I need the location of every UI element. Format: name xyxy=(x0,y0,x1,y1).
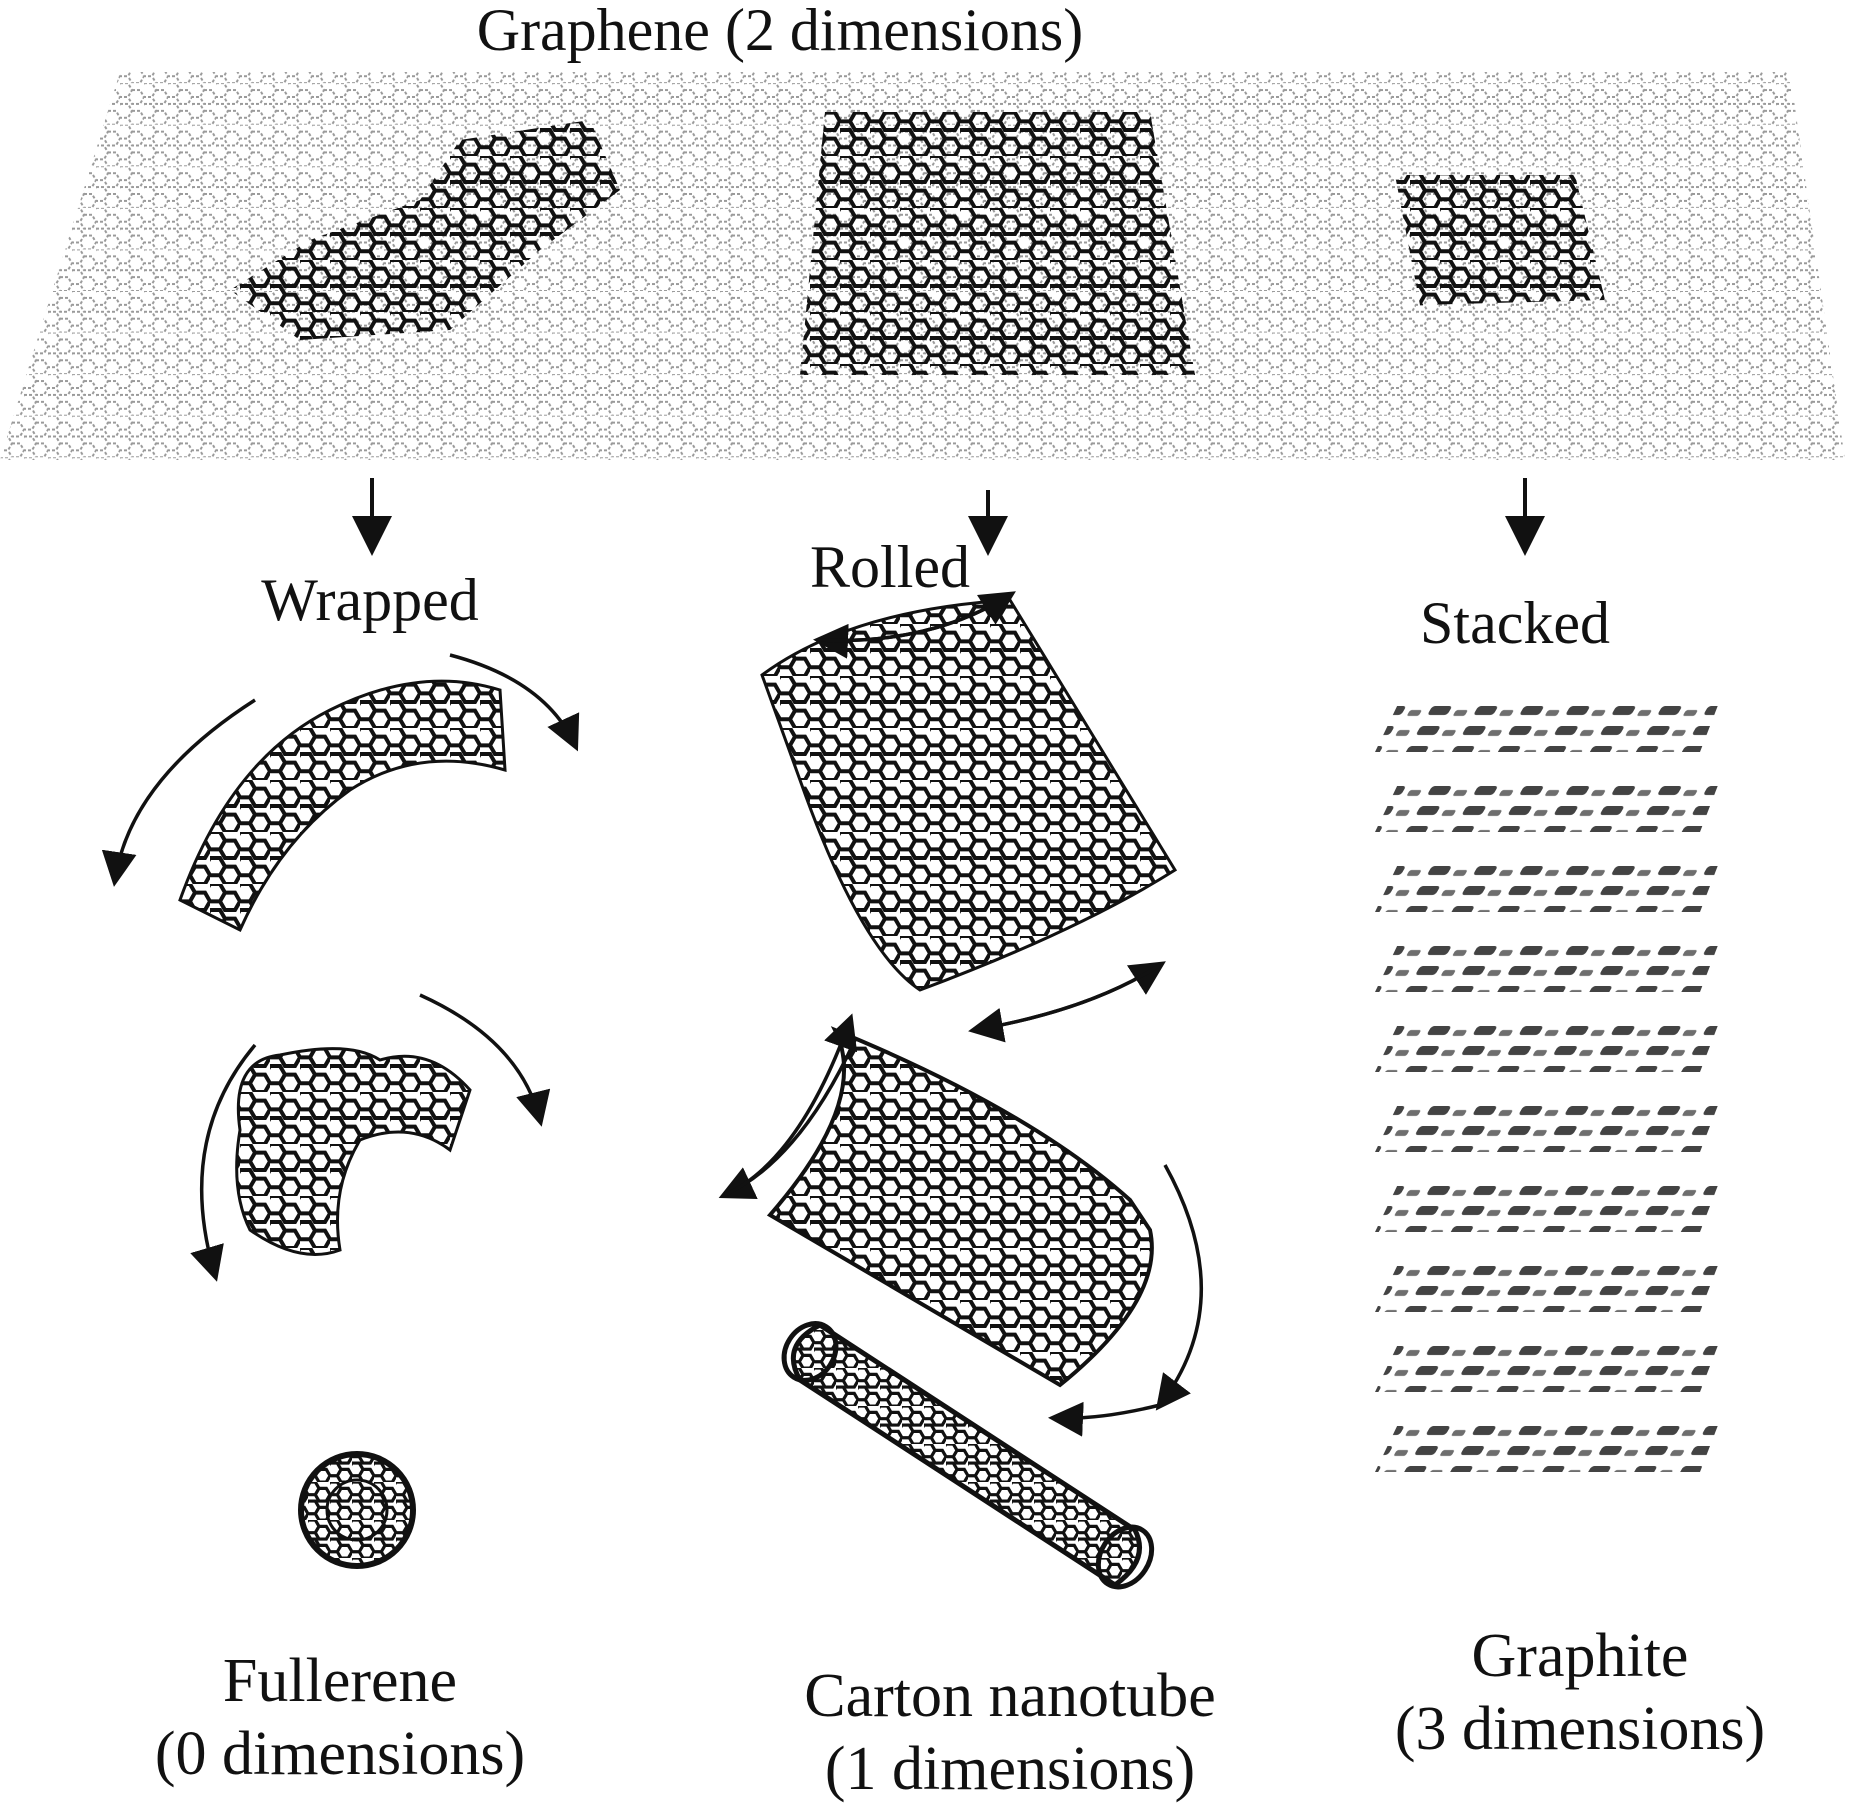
stacked-label: Stacked xyxy=(1420,590,1610,656)
graphene-patch-wrapped xyxy=(230,120,620,340)
graphite-layer xyxy=(1375,1020,1720,1072)
carbon-nanotube xyxy=(781,1321,1155,1590)
fullerene-name: Fullerene xyxy=(222,1647,458,1715)
rolled-label: Rolled xyxy=(810,534,970,600)
wrapped-label: Wrapped xyxy=(261,567,479,633)
wrapped-fragment xyxy=(101,653,580,933)
graphite-layer xyxy=(1375,1180,1720,1232)
nanotube-dims: (1 dimensions) xyxy=(824,1735,1196,1804)
graphite-layer xyxy=(1375,780,1720,832)
graphite-layer xyxy=(1375,1420,1720,1472)
fullerene-dims: (0 dimensions) xyxy=(154,1720,526,1789)
fullerene-ball xyxy=(298,1451,416,1569)
nanotube-caption: Carton nanotube (1 dimensions) xyxy=(740,1660,1280,1806)
graphite-name: Graphite xyxy=(1471,1622,1689,1690)
graphite-stack xyxy=(1375,700,1720,1472)
graphite-dims: (3 dimensions) xyxy=(1394,1695,1766,1764)
nanotube-name: Carton nanotube xyxy=(804,1662,1216,1730)
graphene-patch-stacked xyxy=(1395,175,1605,305)
graphite-layer xyxy=(1375,860,1720,912)
wrapped-half-sphere xyxy=(190,993,551,1282)
graphite-caption: Graphite (3 dimensions) xyxy=(1340,1620,1820,1766)
graphene-title: Graphene (2 dimensions) xyxy=(476,0,1084,63)
graphene-patch-rolled xyxy=(800,112,1195,375)
graphite-layer xyxy=(1375,940,1720,992)
graphite-layer xyxy=(1375,1100,1720,1152)
rolled-half-tube xyxy=(718,1013,1204,1437)
rolled-sheet xyxy=(760,591,1178,1043)
fullerene-caption: Fullerene (0 dimensions) xyxy=(100,1645,580,1791)
graphite-layer xyxy=(1375,1340,1720,1392)
graphite-layer xyxy=(1375,700,1720,752)
graphite-layer xyxy=(1375,1260,1720,1312)
